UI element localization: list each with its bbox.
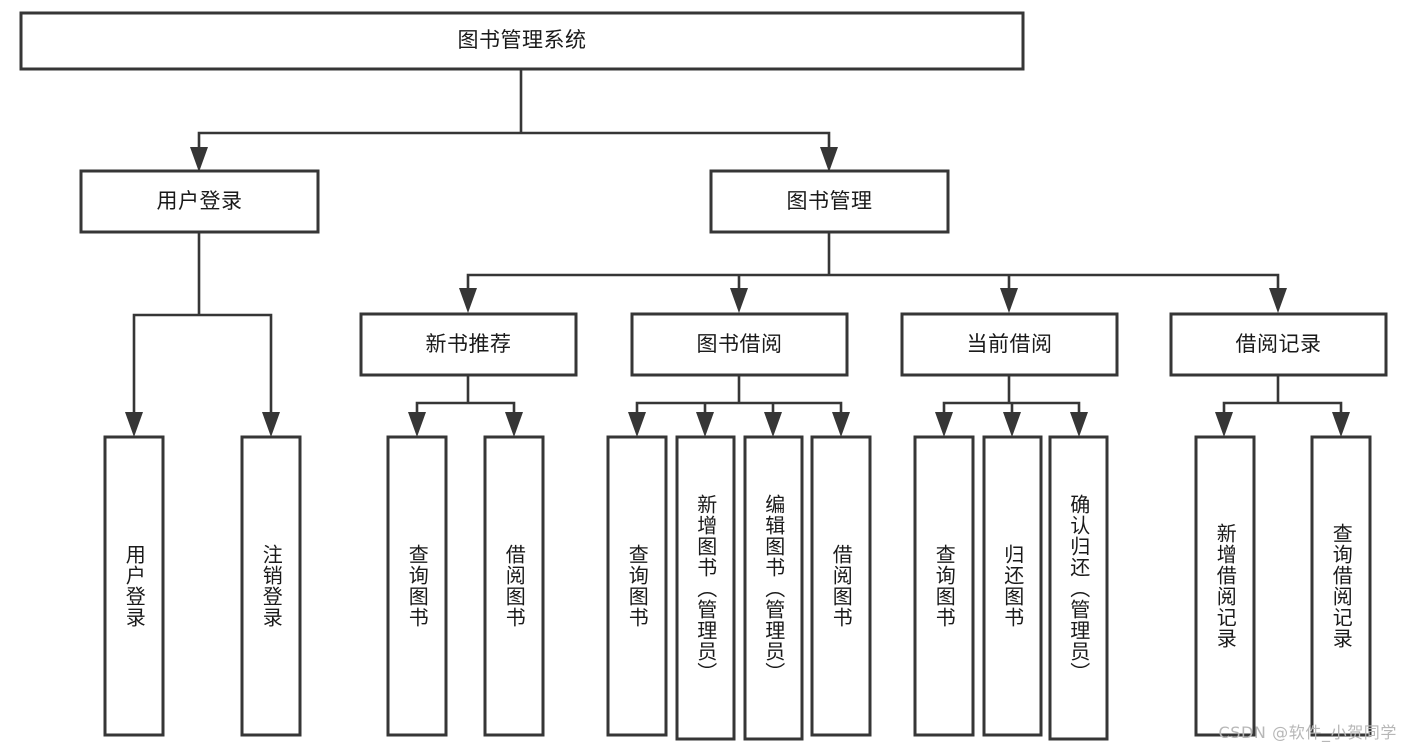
node-box-leaf-return-book[interactable] <box>982 435 1043 737</box>
node-box-user-login[interactable] <box>79 169 320 234</box>
node-box-book-borrow[interactable] <box>630 312 849 377</box>
node-box-leaf-borrow-book-2[interactable] <box>810 435 872 737</box>
node-box-leaf-confirm-return[interactable] <box>1048 435 1109 741</box>
connector-book-management-to-level3 <box>459 230 1287 313</box>
node-box-leaf-query-record[interactable] <box>1310 435 1372 737</box>
connector-root-to-level2 <box>190 66 838 172</box>
node-box-root[interactable] <box>19 11 1025 71</box>
csdn-watermark: CSDN @软件_小贺同学 <box>1218 723 1397 742</box>
node-box-leaf-borrow-book-1[interactable] <box>483 435 545 737</box>
node-box-book-management[interactable] <box>709 169 950 234</box>
node-box-leaf-logout[interactable] <box>240 435 302 737</box>
node-box-current-borrow[interactable] <box>900 312 1119 377</box>
node-box-new-book-recommend[interactable] <box>359 312 578 377</box>
node-box-leaf-query-book-1[interactable] <box>386 435 448 737</box>
node-box-leaf-edit-book[interactable] <box>743 435 804 741</box>
node-box-leaf-user-login[interactable] <box>103 435 165 737</box>
connector-user-login-to-leaves <box>125 230 280 437</box>
node-box-leaf-add-book[interactable] <box>675 435 736 741</box>
connector-book-borrow-to-leaves <box>628 373 850 437</box>
node-box-leaf-add-record[interactable] <box>1194 435 1256 737</box>
connector-new-book-recommend-to-leaves <box>408 373 523 437</box>
connector-borrow-record-to-leaves <box>1215 373 1350 437</box>
node-box-borrow-record[interactable] <box>1169 312 1388 377</box>
connector-current-borrow-to-leaves <box>935 373 1088 437</box>
node-box-leaf-query-book-2[interactable] <box>606 435 668 737</box>
node-box-leaf-query-book-3[interactable] <box>913 435 975 737</box>
